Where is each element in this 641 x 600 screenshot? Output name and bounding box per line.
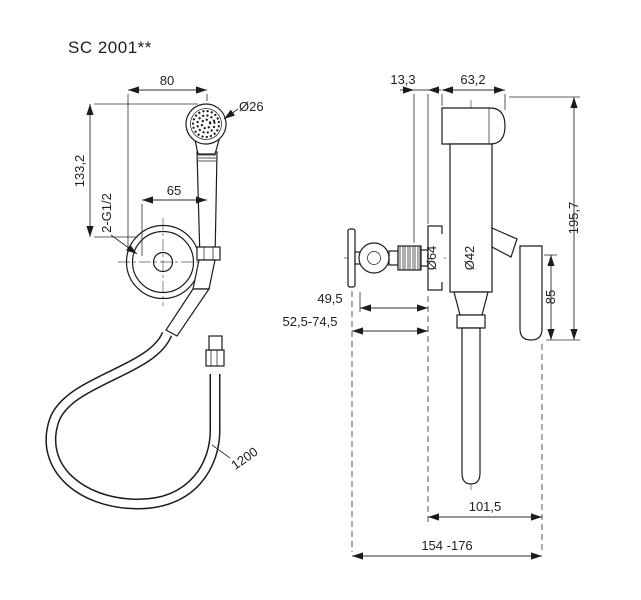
- clamp-nut-facets: [203, 247, 214, 260]
- holder-center-detail: [152, 251, 174, 273]
- product-code-title: SC 2001**: [68, 38, 152, 57]
- plate-diameter-label-backing: [429, 234, 444, 282]
- dim-top-left-label: 13,3: [390, 72, 415, 87]
- outlet-nut: [456, 314, 486, 329]
- handle-grip-ribs: [198, 154, 216, 162]
- shower-hose: [45, 331, 225, 510]
- hose-outline: [45, 331, 221, 510]
- front-view: 80 Ø26 133,2 65 2-G1/2 1200: [45, 73, 264, 510]
- hand-shower: [185, 103, 227, 261]
- dim-thread-label: 2-G1/2: [99, 193, 114, 233]
- dim-handle-height-label: 85: [543, 290, 558, 304]
- hose-drop-tube: [461, 327, 481, 485]
- hose-coupling-facets: [210, 350, 218, 366]
- holder-clamp-nut: [196, 246, 221, 261]
- dim-total-height-label: 195,7: [566, 202, 581, 235]
- spray-head-outline: [185, 103, 227, 145]
- dim-plate-diameter-label: Ø64: [424, 246, 439, 271]
- lever-knob-detail: [367, 251, 381, 265]
- dimension-plate-diameter: Ø64: [424, 234, 444, 282]
- side-view: 13,3 63,2 195,7 85 Ø64: [283, 72, 581, 560]
- side-holder-and-handle: [491, 227, 543, 341]
- dim-top-width-label: 80: [160, 73, 174, 88]
- hose-strain-relief-cone: [165, 288, 211, 337]
- dimension-offset: 65: [141, 183, 207, 256]
- dimension-height: 133,2: [72, 103, 198, 238]
- hose-outlet-fitting: [208, 335, 223, 351]
- spray-nozzles-middle: [196, 114, 216, 134]
- handle-base: [192, 259, 216, 290]
- dimension-head-diameter: Ø26: [223, 99, 264, 120]
- hose-coupling-nut: [205, 349, 225, 367]
- dimension-knob-depth-range: 52,5-74,5: [283, 314, 428, 335]
- dimension-hose-length: 1200: [211, 444, 261, 473]
- spray-nozzles-inner: [200, 118, 212, 130]
- dim-top-right-label: 63,2: [460, 72, 485, 87]
- dimension-handle-height: 85: [543, 254, 558, 340]
- lever-knurled-adapter: [397, 245, 422, 271]
- outlet-cone: [453, 291, 489, 316]
- spray-head: [185, 103, 227, 145]
- holder-arm: [491, 227, 518, 258]
- dimension-total-height: 195,7: [509, 96, 581, 341]
- lever-knob: [358, 242, 390, 274]
- dimension-thread: 2-G1/2: [99, 193, 138, 255]
- parked-handle: [519, 245, 543, 341]
- dimension-top-right: 63,2: [441, 72, 506, 110]
- handle-lower-cone: [165, 259, 216, 337]
- lever-shaft: [388, 250, 399, 266]
- spray-face-ring: [190, 108, 222, 140]
- dim-offset-label: 65: [167, 183, 181, 198]
- shower-handle: [196, 151, 218, 261]
- dimension-total-depth-range: 154 -176: [352, 538, 542, 560]
- holder-inner-ring: [131, 230, 195, 294]
- knurl-hatching: [399, 246, 421, 270]
- dim-head-diameter-label: Ø26: [239, 99, 264, 114]
- spray-nozzles-outer: [191, 109, 221, 139]
- dimension-knob-depth: 49,5: [317, 291, 428, 312]
- valve-body: [441, 107, 506, 485]
- dim-height-label: 133,2: [72, 155, 87, 188]
- dimension-top-left: 13,3: [390, 72, 441, 243]
- dim-hose-length-label: 1200: [228, 444, 260, 473]
- dimension-body-diameter: Ø42: [462, 234, 482, 282]
- lever-wheel-disc: [347, 228, 356, 288]
- top-inlet-cylinder: [441, 107, 506, 145]
- hose-body: [46, 332, 220, 509]
- dimension-bottom-offset: 101,5: [428, 499, 542, 521]
- dim-knob-depth-range-label: 52,5-74,5: [283, 314, 338, 329]
- dim-total-depth-range-label: 154 -176: [421, 538, 472, 553]
- body-diameter-label-backing: [467, 234, 482, 282]
- dimension-top-width: 80: [127, 73, 208, 248]
- dim-bottom-offset-label: 101,5: [469, 499, 502, 514]
- dim-body-diameter-label: Ø42: [462, 246, 477, 271]
- control-lever: [347, 228, 429, 288]
- dim-knob-depth-label: 49,5: [317, 291, 342, 306]
